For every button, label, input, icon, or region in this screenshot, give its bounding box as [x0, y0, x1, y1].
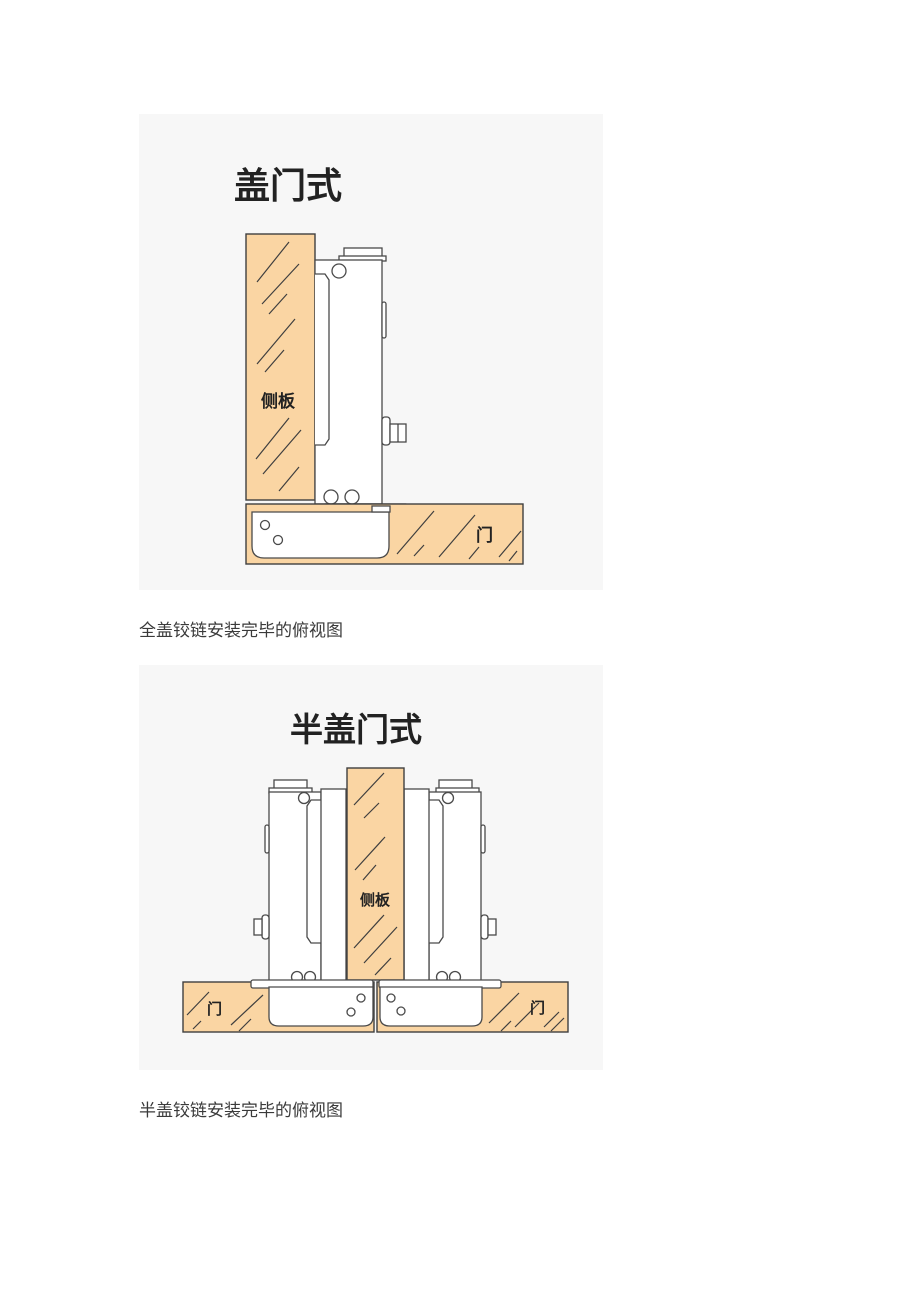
- door-label: 门: [530, 999, 545, 1017]
- diagram-title: 半盖门式: [290, 710, 422, 749]
- hinge-arm-left: [253, 779, 347, 984]
- side-panel: 侧板: [245, 233, 316, 501]
- hinge-arm: [314, 247, 409, 513]
- side-panel-label: 侧板: [261, 391, 296, 412]
- door-panel-right: 门: [376, 979, 569, 1033]
- figure-caption: 半盖铰链安装完毕的俯视图: [139, 1101, 343, 1121]
- diagram-title: 盖门式: [234, 166, 342, 207]
- side-panel-label: 侧板: [360, 891, 391, 909]
- half-overlay-hinge-diagram: 半盖门式: [139, 665, 603, 1070]
- full-overlay-hinge-diagram: 盖门式 侧板: [139, 114, 603, 590]
- door-panel-left: 门: [182, 979, 375, 1033]
- door-panel: 门: [245, 503, 524, 565]
- hinge-arm-right: [403, 779, 497, 984]
- figure-caption: 全盖铰链安装完毕的俯视图: [139, 621, 343, 641]
- side-panel: 侧板: [346, 767, 405, 981]
- door-label: 门: [476, 525, 493, 546]
- door-label: 门: [207, 1000, 222, 1018]
